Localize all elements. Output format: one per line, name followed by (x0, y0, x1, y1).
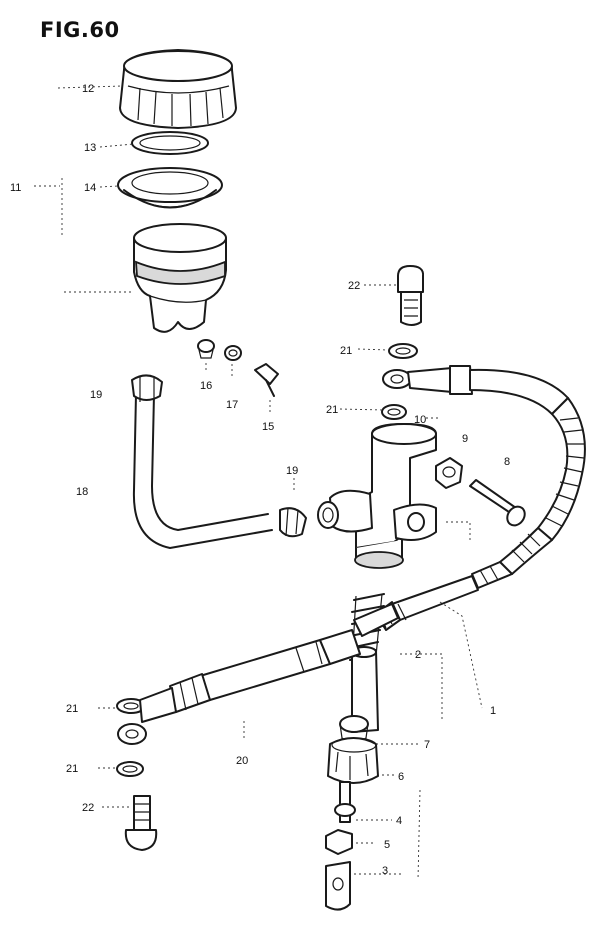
callout-8: 8 (504, 456, 510, 468)
callout-21-bottom: 21 (66, 763, 78, 775)
grommet-16 (197, 339, 215, 359)
callout-16: 16 (200, 380, 212, 392)
callout-3: 3 (382, 865, 388, 877)
lock-nut-5 (325, 829, 353, 855)
callout-2: 2 (415, 649, 421, 661)
seal-7 (339, 715, 369, 743)
hose-clamp-upper (131, 374, 163, 402)
callout-21-top: 21 (340, 345, 352, 357)
clevis-3 (325, 861, 351, 911)
callout-6: 6 (398, 771, 404, 783)
push-rod-4 (334, 781, 356, 823)
callout-9: 9 (462, 433, 468, 445)
callout-15: 15 (262, 421, 274, 433)
callout-5: 5 (384, 839, 390, 851)
callout-7: 7 (424, 739, 430, 751)
callout-1: 1 (490, 705, 496, 717)
o-ring (131, 131, 209, 155)
clip-17 (224, 345, 242, 361)
figure-title: FIG.60 (40, 18, 120, 42)
callout-21-mid: 21 (326, 404, 338, 416)
callout-19-upper: 19 (90, 389, 102, 401)
boot-6 (327, 737, 379, 784)
callout-numbers: 12 13 14 11 22 21 16 17 15 19 21 10 9 8 … (10, 83, 510, 877)
callout-12: 12 (82, 83, 94, 95)
union-bolt-bottom (124, 795, 158, 851)
callout-20: 20 (236, 755, 248, 767)
callout-18: 18 (76, 486, 88, 498)
hose-clamp-lower (279, 507, 307, 538)
diaphragm (117, 167, 223, 209)
callout-21-left: 21 (66, 703, 78, 715)
lower-brake-hose (353, 561, 513, 637)
brake-hose-20 (117, 629, 361, 745)
master-cylinder-body (317, 423, 437, 569)
reservoir-body (133, 223, 227, 333)
washer-21-mid (381, 404, 407, 420)
callout-22-bottom: 22 (82, 802, 94, 814)
callout-19-lower: 19 (286, 465, 298, 477)
callout-4: 4 (396, 815, 402, 827)
upper-brake-hose (382, 365, 586, 575)
leader-lines (34, 85, 483, 881)
pivot-bolt-8 (469, 479, 526, 527)
reservoir-hose (132, 393, 273, 549)
union-bolt-top (397, 265, 425, 326)
screw-15 (254, 363, 279, 397)
washer-21-top (388, 343, 418, 359)
callout-22-top: 22 (348, 280, 360, 292)
callout-14: 14 (84, 182, 96, 194)
reservoir-cap (119, 49, 237, 129)
washer-21-bottom (116, 761, 144, 777)
callout-13: 13 (84, 142, 96, 154)
callout-17: 17 (226, 399, 238, 411)
callout-10: 10 (414, 414, 426, 426)
nut-9 (435, 457, 463, 489)
callout-11: 11 (10, 182, 21, 194)
